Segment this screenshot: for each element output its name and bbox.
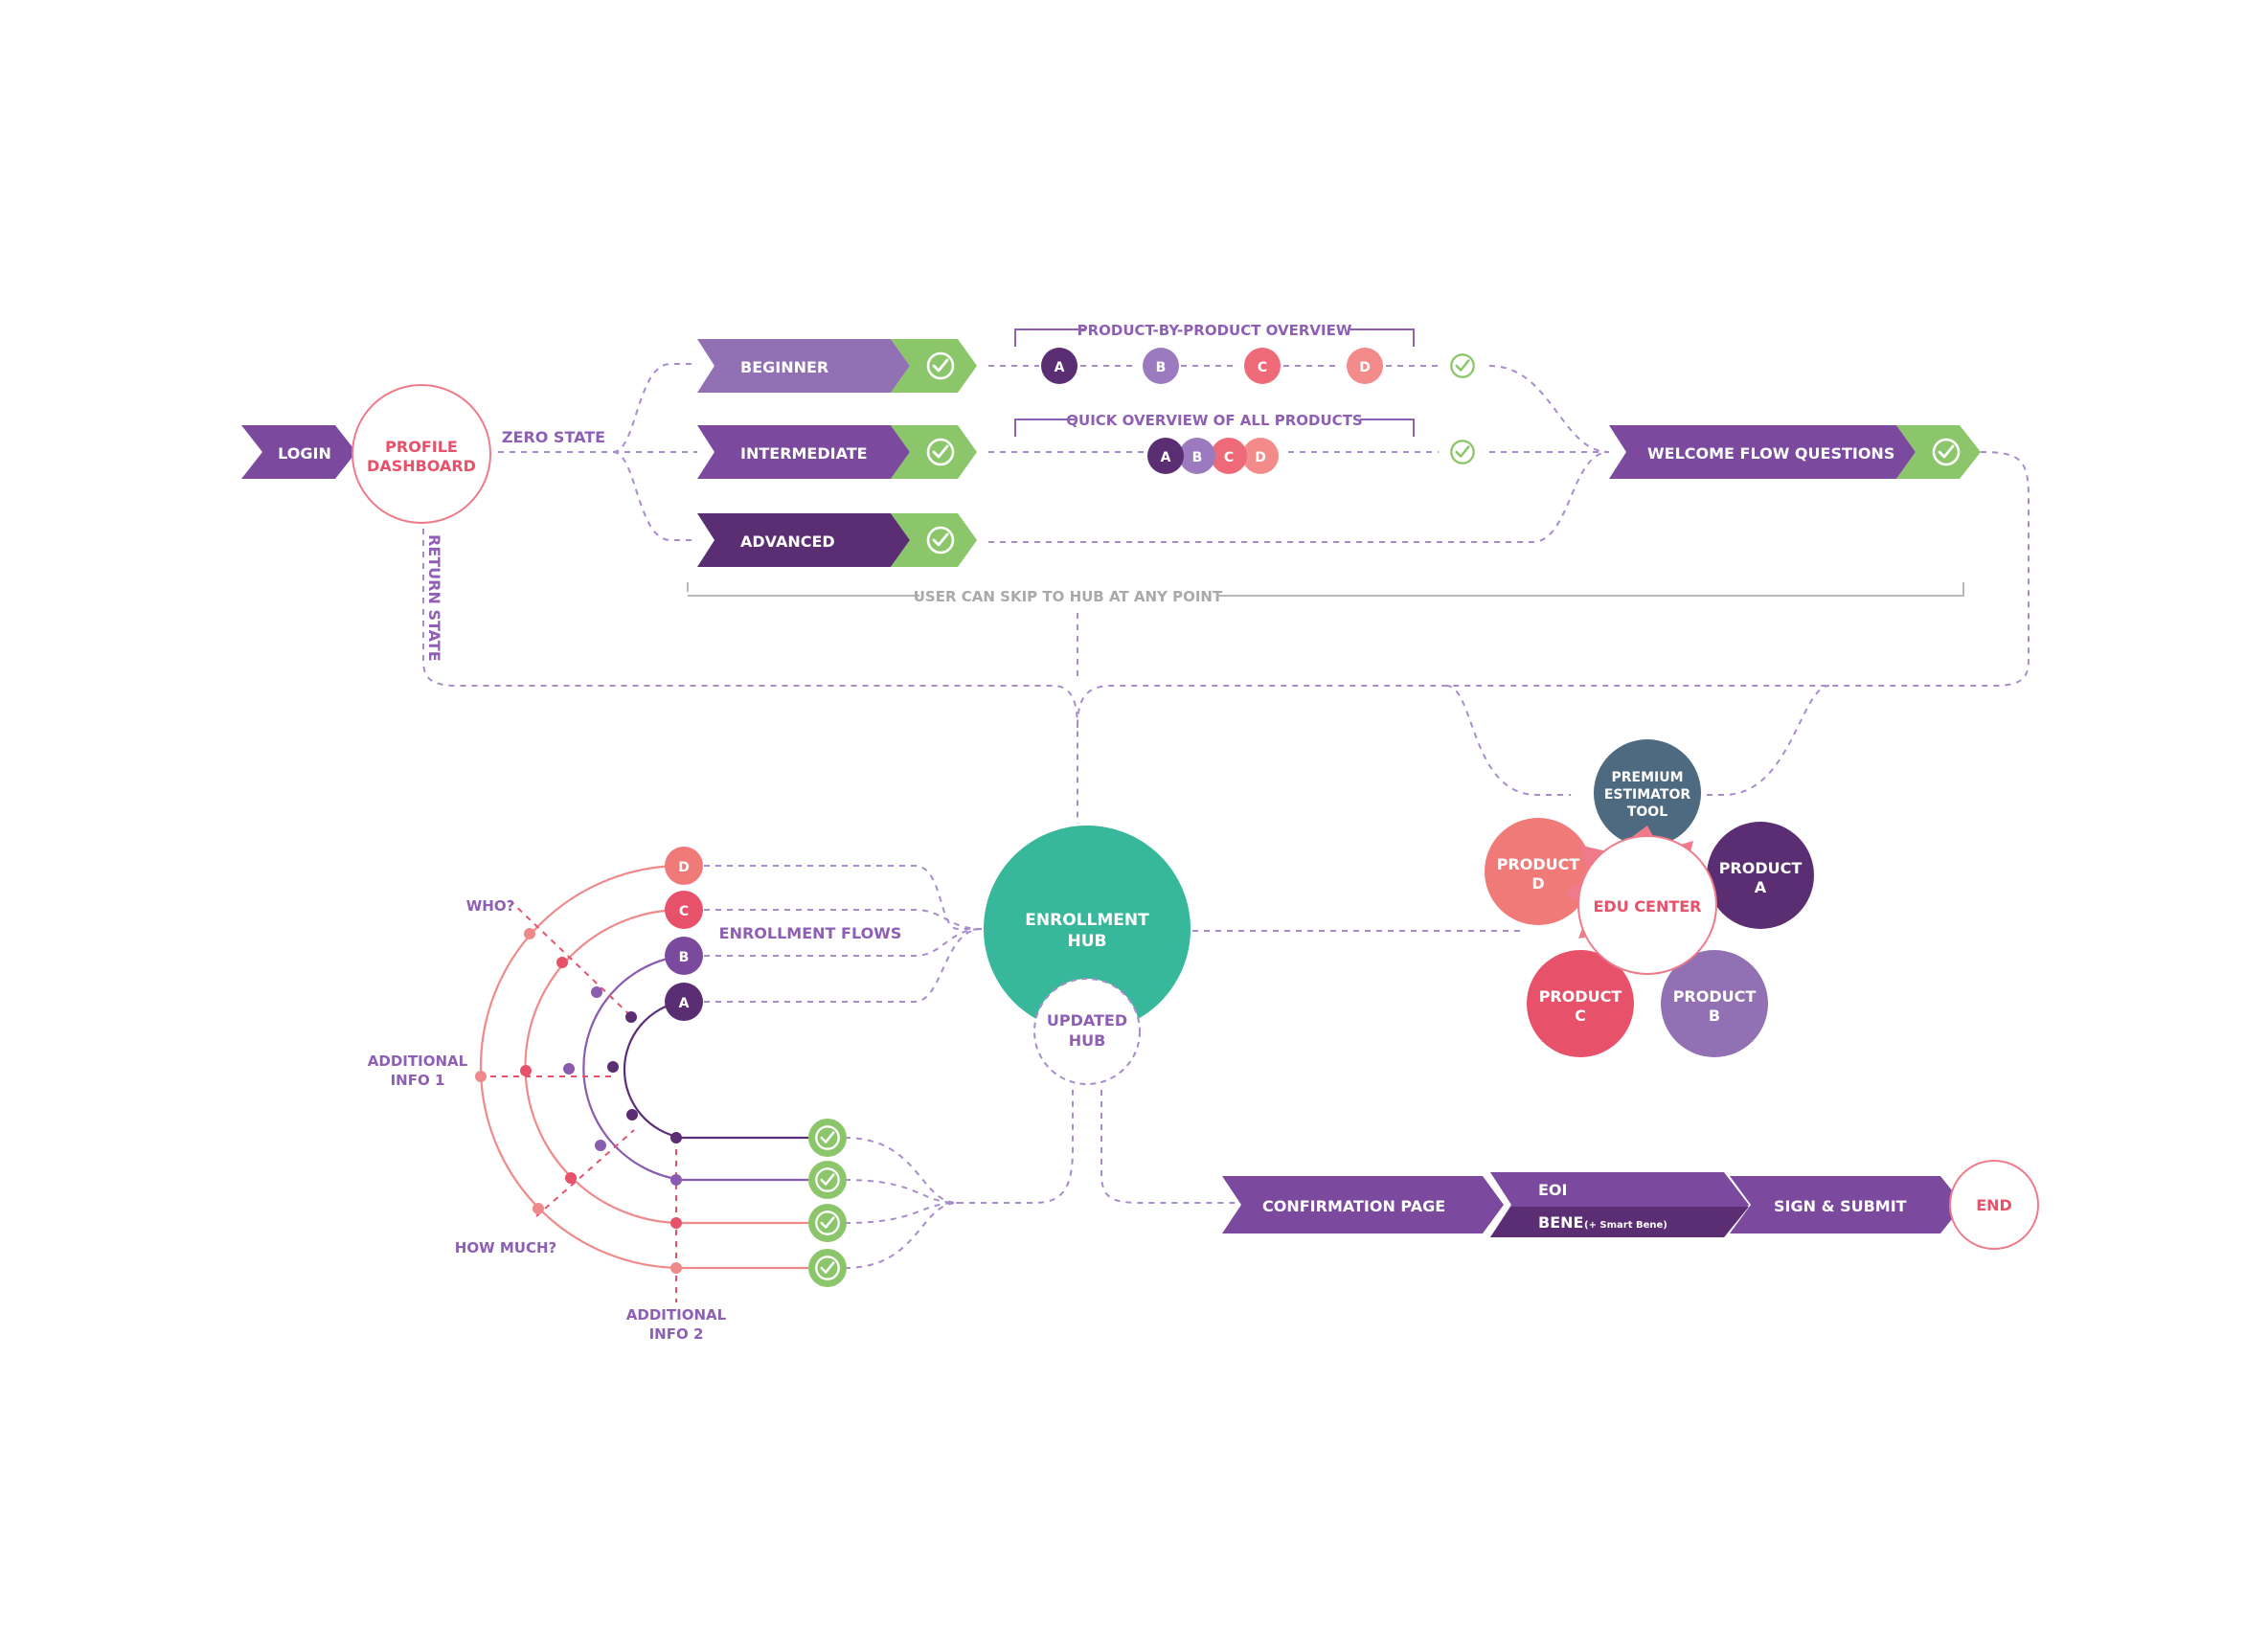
svg-text:B: B (679, 950, 690, 965)
confirmation-step[interactable]: CONFIRMATION PAGE (1222, 1176, 1504, 1233)
svg-text:A: A (679, 996, 690, 1011)
product-d-node[interactable]: PRODUCT D (1485, 818, 1592, 925)
product-c-dot (1211, 438, 1247, 474)
svg-text:EDU CENTER: EDU CENTER (1594, 897, 1702, 916)
quick-overview-label: QUICK OVERVIEW OF ALL PRODUCTS (1066, 412, 1362, 429)
svg-text:PRODUCT: PRODUCT (1719, 859, 1803, 877)
svg-text:PRODUCT: PRODUCT (1497, 855, 1580, 873)
sign-submit-step[interactable]: SIGN & SUBMIT (1730, 1176, 1963, 1233)
svg-text:UPDATED: UPDATED (1047, 1011, 1127, 1030)
svg-text:B: B (1709, 1007, 1720, 1025)
svg-text:ESTIMATOR: ESTIMATOR (1604, 787, 1691, 803)
welcome-flow-label: WELCOME FLOW QUESTIONS (1647, 444, 1894, 463)
product-d-dot (665, 847, 703, 885)
svg-text:ENROLLMENT: ENROLLMENT (1025, 911, 1149, 930)
enrollment-arcs (475, 864, 1236, 1302)
intermediate-label: INTERMEDIATE (740, 444, 868, 463)
how-much-label: HOW MUCH? (455, 1239, 556, 1256)
profile-label-1: PROFILE (385, 438, 458, 456)
product-a-dot (1041, 348, 1077, 384)
profile-dashboard-node[interactable]: PROFILE DASHBOARD (352, 384, 491, 524)
intermediate-step[interactable]: INTERMEDIATE (697, 425, 977, 479)
additional-info-1-label-2: INFO 1 (391, 1072, 445, 1089)
check-icon (1450, 353, 1475, 378)
svg-text:B: B (1192, 450, 1203, 465)
svg-text:D: D (1359, 360, 1371, 375)
product-d-dot (1347, 348, 1383, 384)
beginner-step[interactable]: BEGINNER (697, 339, 977, 393)
svg-text:C: C (1258, 360, 1267, 375)
product-by-product-label: PRODUCT-BY-PRODUCT OVERVIEW (1077, 322, 1352, 339)
svg-text:C: C (1575, 1007, 1586, 1025)
product-a-node[interactable]: PRODUCT A (1707, 822, 1814, 929)
welcome-flow-step[interactable]: WELCOME FLOW QUESTIONS (1609, 425, 1981, 479)
svg-text:D: D (1255, 450, 1266, 465)
product-c-dot (1244, 348, 1281, 384)
confirmation-label: CONFIRMATION PAGE (1262, 1197, 1445, 1215)
svg-text:D: D (1531, 874, 1544, 893)
product-row-beginner: A B C D (1041, 348, 1475, 384)
skip-note: USER CAN SKIP TO HUB AT ANY POINT (914, 588, 1223, 605)
product-a-dot (1147, 438, 1184, 474)
login-step[interactable]: LOGIN (241, 425, 356, 479)
premium-estimator-node[interactable]: PREMIUM ESTIMATOR TOOL (1594, 739, 1701, 847)
check-icon (1450, 440, 1475, 464)
additional-info-2-label-2: INFO 2 (649, 1325, 704, 1343)
eoi-label: EOI (1538, 1181, 1567, 1199)
advanced-label: ADVANCED (740, 532, 835, 551)
who-label: WHO? (466, 897, 515, 915)
bene-note: (+ Smart Bene) (1584, 1220, 1667, 1231)
top-connectors (422, 328, 2030, 932)
product-row-intermediate: A B C D (1147, 438, 1475, 474)
svg-text:HUB: HUB (1069, 1031, 1106, 1050)
product-b-dot (1179, 438, 1215, 474)
edu-cluster: PREMIUM ESTIMATOR TOOL PRODUCT A PRODUCT… (1485, 739, 1814, 1057)
svg-text:C: C (679, 904, 689, 919)
svg-text:C: C (1224, 450, 1234, 465)
svg-text:TOOL: TOOL (1627, 804, 1667, 820)
svg-text:D: D (678, 860, 690, 875)
bene-label: BENE (1538, 1213, 1583, 1232)
svg-text:PREMIUM: PREMIUM (1611, 770, 1683, 785)
advanced-step[interactable]: ADVANCED (697, 513, 977, 567)
return-state-label: RETURN STATE (425, 534, 443, 662)
beginner-label: BEGINNER (740, 358, 828, 376)
product-a-dot (665, 983, 703, 1021)
svg-text:PRODUCT: PRODUCT (1673, 987, 1757, 1006)
enrollment-flows-label: ENROLLMENT FLOWS (719, 924, 902, 942)
svg-text:A: A (1055, 360, 1065, 375)
enrollment-checks (808, 1119, 847, 1287)
product-c-node[interactable]: PRODUCT C (1527, 950, 1634, 1057)
product-b-node[interactable]: PRODUCT B (1661, 950, 1768, 1057)
product-b-dot (1143, 348, 1179, 384)
svg-text:B: B (1156, 360, 1167, 375)
svg-text:A: A (1755, 878, 1767, 896)
additional-info-1-label: ADDITIONAL (368, 1052, 468, 1070)
updated-hub[interactable]: UPDATED HUB (1033, 978, 1141, 1085)
end-label: END (1976, 1196, 2012, 1214)
eoi-bene-step[interactable]: EOI BENE (+ Smart Bene) (1490, 1172, 1749, 1237)
enrollment-product-dots: D C B A (665, 847, 703, 1021)
sign-submit-label: SIGN & SUBMIT (1774, 1197, 1907, 1215)
additional-info-2-label: ADDITIONAL (626, 1306, 727, 1324)
enrollment-hub[interactable]: ENROLLMENT HUB (984, 826, 1191, 1032)
product-c-dot (665, 891, 703, 929)
product-d-dot (1242, 438, 1279, 474)
edu-center-node[interactable]: EDU CENTER (1563, 826, 1717, 975)
zero-state-label: ZERO STATE (502, 428, 605, 446)
product-b-dot (665, 937, 703, 975)
svg-text:PRODUCT: PRODUCT (1539, 987, 1622, 1006)
svg-text:A: A (1161, 450, 1171, 465)
end-node[interactable]: END (1949, 1160, 2039, 1250)
profile-label-2: DASHBOARD (367, 457, 476, 475)
svg-text:HUB: HUB (1068, 932, 1107, 951)
login-label: LOGIN (278, 444, 331, 463)
